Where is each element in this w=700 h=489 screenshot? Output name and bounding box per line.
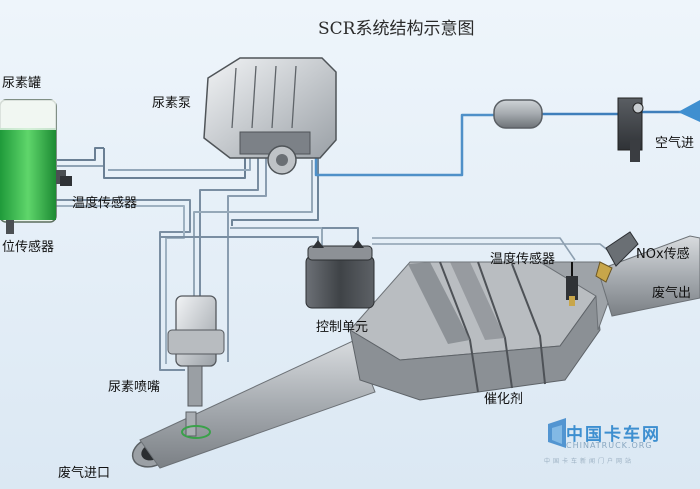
air-arrow-icon: [678, 100, 700, 122]
label-level-sensor: 位传感器: [2, 240, 55, 255]
exhaust-system: [131, 235, 700, 469]
watermark-logo-icon: [548, 418, 566, 448]
watermark-brand-en: CHINATRUCK.ORG: [566, 441, 653, 450]
dosing-module: [167, 295, 225, 407]
urea-tank: [0, 99, 66, 234]
connection-lines: [45, 110, 690, 371]
catalyst-body-side: [349, 294, 601, 401]
exhaust-temp-sensor: [566, 262, 578, 306]
tank-temp-sensor: [60, 176, 72, 186]
air-filter: [493, 97, 644, 162]
label-exhaust-inlet: 废气进口: [58, 466, 111, 481]
label-urea-pump: 尿素泵: [152, 96, 192, 111]
nox-sensor: [595, 231, 639, 283]
label-urea-nozzle: 尿素喷嘴: [108, 380, 161, 395]
watermark-brand-cn: 中国卡车网: [566, 425, 661, 445]
urea-pump: [203, 57, 337, 175]
watermark-tagline: 中国卡车新闻门户网站: [544, 458, 635, 465]
label-temp-sensor-tank: 温度传感器: [72, 196, 138, 211]
label-air-inlet: 空气进: [655, 136, 695, 151]
outlet-pipe: [597, 235, 700, 317]
label-urea-tank: 尿素罐: [2, 76, 42, 91]
label-temp-sensor-exhaust: 温度传感器: [490, 252, 556, 267]
label-exhaust-outlet: 废气出: [652, 286, 692, 301]
label-nox-sensor: NOx传感: [636, 247, 690, 262]
diagram-title: SCR系统结构示意图: [318, 19, 475, 39]
control-unit: [305, 240, 375, 309]
inlet-pipe: [139, 339, 376, 469]
label-control-unit: 控制单元: [316, 320, 369, 335]
outlet-cone: [538, 261, 613, 331]
label-catalyst: 催化剂: [484, 392, 524, 407]
